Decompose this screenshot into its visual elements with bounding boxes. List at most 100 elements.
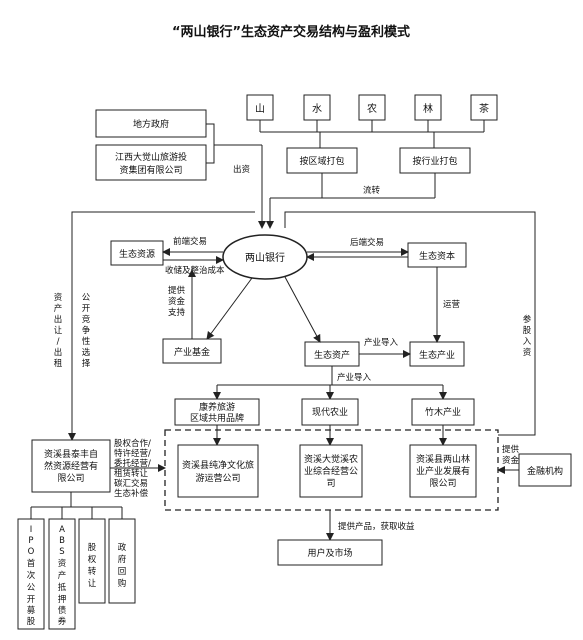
svg-text:生态产业: 生态产业 — [419, 349, 455, 361]
svg-text:业产业发展有: 业产业发展有 — [416, 465, 470, 477]
svg-text:P: P — [28, 536, 33, 546]
cooperation-label-5: 碳汇交易 — [114, 478, 148, 489]
svg-text:产: 产 — [58, 570, 67, 581]
bank-to-asset-arrow — [284, 276, 321, 343]
svg-text:产: 产 — [54, 303, 63, 314]
chunjing-company-box: 资溪县纯净文化旅 游运营公司 — [177, 444, 259, 498]
lianglin-company-box: 资溪县两山林 业产业发展有 限公司 — [409, 444, 477, 498]
bank-to-fund-arrow — [206, 277, 253, 340]
svg-text:让: 让 — [54, 325, 63, 336]
financing-connector — [30, 492, 123, 519]
svg-text:资: 资 — [523, 347, 532, 358]
svg-text:购: 购 — [118, 578, 127, 589]
svg-text:然资源经营有: 然资源经营有 — [44, 460, 98, 472]
svg-text:租: 租 — [54, 359, 63, 369]
participate-capital-label: 参 股 入 资 — [523, 314, 532, 358]
svg-text:限公司: 限公司 — [429, 478, 456, 489]
provide-capital-label-1: 提供 — [502, 444, 520, 455]
svg-text:让: 让 — [88, 578, 97, 589]
svg-text:产业基金: 产业基金 — [174, 346, 210, 358]
svg-text:出: 出 — [54, 347, 63, 358]
public-bid-label: 公 开 竞 争 性 选 择 — [82, 293, 91, 369]
svg-text:首: 首 — [27, 558, 36, 569]
cooperation-label-1: 股权合作/ — [114, 438, 151, 449]
svg-text:按行业打包: 按行业打包 — [412, 155, 457, 167]
svg-text:公: 公 — [82, 293, 91, 303]
svg-text:司: 司 — [326, 478, 335, 489]
svg-text:资: 资 — [58, 558, 67, 569]
svg-text:现代农业: 现代农业 — [312, 406, 348, 418]
svg-text:股: 股 — [88, 543, 97, 553]
svg-text:资: 资 — [54, 292, 63, 303]
svg-text:O: O — [28, 547, 35, 557]
provide-products-label: 提供产品，获取收益 — [338, 521, 415, 532]
resource-label: 农 — [367, 102, 377, 115]
svg-text:回: 回 — [118, 567, 127, 577]
finance-institution-box: 金融机构 — [518, 453, 572, 487]
ipo-box: I P O 首 次 公 开 募 股 — [17, 518, 45, 630]
svg-text:康养旅游: 康养旅游 — [199, 401, 235, 413]
svg-text:按区域打包: 按区域打包 — [299, 155, 344, 167]
abs-box: A B S 资 产 抵 押 债 券 — [48, 518, 76, 630]
equity-transfer-box: 股 权 转 让 — [78, 518, 106, 604]
resource-box-cha: 茶 — [470, 94, 498, 121]
cooperation-label-2: 特许经营/ — [114, 448, 151, 459]
svg-text:用户及市场: 用户及市场 — [307, 547, 352, 559]
resource-label: 茶 — [479, 102, 489, 115]
circulate-connector — [270, 173, 436, 199]
svg-text:B: B — [59, 536, 65, 546]
svg-text:生态资本: 生态资本 — [419, 250, 455, 262]
svg-text:权: 权 — [88, 554, 97, 565]
resource-box-nong: 农 — [358, 94, 386, 121]
provide-capital-label-2: 资金 — [502, 455, 520, 466]
resource-label: 林 — [423, 102, 433, 115]
svg-text:资溪大觉溪农: 资溪大觉溪农 — [304, 453, 358, 465]
svg-text:争: 争 — [82, 325, 91, 336]
svg-text:两山银行: 两山银行 — [245, 251, 285, 264]
fund-support-label-1: 提供 — [168, 285, 186, 296]
modern-agriculture-box: 现代农业 — [301, 398, 359, 426]
svg-text:S: S — [59, 547, 64, 557]
resource-box-lin: 林 — [414, 94, 442, 121]
cooperation-label-4: 租赁转让 — [114, 468, 149, 479]
regional-pack-box: 按区域打包 — [286, 147, 358, 174]
svg-text:股: 股 — [27, 617, 36, 627]
svg-text:选: 选 — [82, 347, 91, 358]
svg-text:A: A — [59, 525, 65, 535]
svg-text:地方政府: 地方政府 — [133, 118, 169, 130]
kangyang-tourism-box: 康养旅游 区域共用品牌 — [174, 398, 260, 426]
svg-text:生态资源: 生态资源 — [119, 248, 155, 260]
resource-box-shan: 山 — [246, 94, 274, 121]
users-market-box: 用户及市场 — [277, 539, 383, 566]
svg-text:股: 股 — [523, 326, 532, 336]
svg-text:资溪县两山林: 资溪县两山林 — [416, 453, 470, 465]
asset-transfer-label: 资 产 出 让 / 出 租 — [54, 292, 63, 369]
asset-transfer-line — [71, 211, 255, 440]
resource-connector — [259, 120, 485, 133]
svg-text:I: I — [30, 525, 33, 535]
svg-text:府: 府 — [118, 554, 127, 565]
svg-text:竞: 竞 — [82, 314, 91, 325]
svg-text:募: 募 — [27, 605, 36, 616]
resource-label: 山 — [255, 103, 265, 115]
svg-text:限公司: 限公司 — [57, 473, 84, 484]
svg-text:业综合经营公: 业综合经营公 — [304, 465, 358, 477]
invest-label: 出资 — [233, 164, 251, 175]
svg-text:性: 性 — [82, 336, 91, 347]
taifeng-company-box: 资溪县泰丰自 然资源经营有 限公司 — [31, 439, 111, 493]
svg-text:资溪县纯净文化旅: 资溪县纯净文化旅 — [182, 459, 254, 471]
eco-asset-box: 生态资产 — [304, 341, 360, 367]
back-trade-label: 后端交易 — [350, 237, 384, 248]
svg-text:出: 出 — [54, 314, 63, 325]
jiangxi-group-box: 江西大觉山旅游投 资集团有限公司 — [95, 144, 207, 181]
svg-text:生态资产: 生态资产 — [314, 349, 350, 361]
svg-text:开: 开 — [27, 595, 36, 605]
svg-text:押: 押 — [58, 594, 67, 605]
industry-import-label-1: 产业导入 — [364, 337, 399, 348]
svg-text:参: 参 — [523, 314, 532, 325]
svg-text:券: 券 — [58, 616, 67, 627]
svg-text:资溪县泰丰自: 资溪县泰丰自 — [44, 448, 98, 460]
local-government-box: 地方政府 — [95, 109, 207, 138]
circulate-label: 流转 — [363, 185, 381, 196]
